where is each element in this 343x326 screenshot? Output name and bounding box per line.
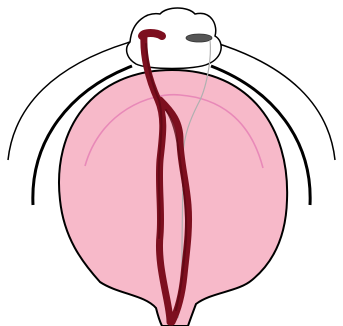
oval-marker [186,34,212,42]
vessel-top-hook [142,33,162,36]
body-shape [59,70,287,326]
